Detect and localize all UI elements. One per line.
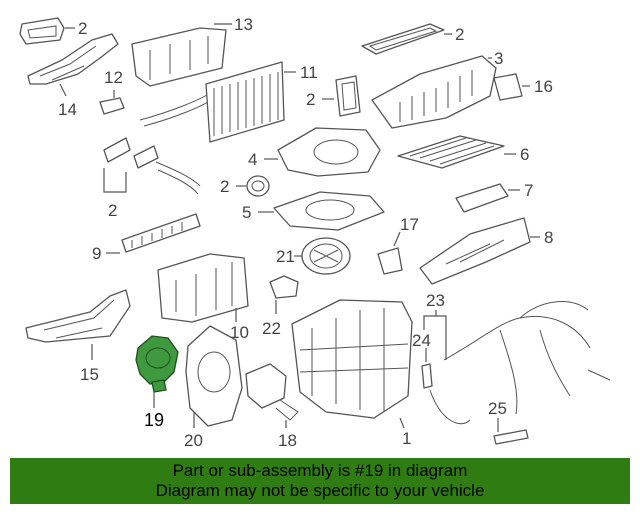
part-15-duct xyxy=(25,289,131,343)
callout-13: 13 xyxy=(234,15,253,34)
part-1-hvac-assembly xyxy=(291,299,413,419)
part-16-actuator xyxy=(493,73,523,101)
callout-14: 14 xyxy=(58,100,77,119)
part-6-cabin-filter xyxy=(397,135,505,169)
callout-3: 3 xyxy=(494,49,503,68)
callout-1: 1 xyxy=(402,429,411,448)
part-3-housing xyxy=(371,55,497,129)
part-2-seal-middle xyxy=(335,75,361,117)
part-20-housing xyxy=(185,325,243,427)
part-23-wiring-harness xyxy=(429,301,611,425)
callout-4: 4 xyxy=(248,150,257,169)
part-info-banner: Part or sub-assembly is #19 in diagram D… xyxy=(10,458,630,504)
part-19-actuator-highlighted xyxy=(135,335,179,393)
parts-diagram: 2 14 12 13 11 2 3 16 xyxy=(19,15,611,450)
callout-23: 23 xyxy=(426,291,445,310)
part-13-bracket xyxy=(131,27,227,87)
callout-8: 8 xyxy=(544,228,553,247)
part-7-bracket xyxy=(455,183,509,213)
callout-21: 21 xyxy=(276,247,295,266)
callout-2a: 2 xyxy=(78,19,87,38)
callout-18: 18 xyxy=(278,431,297,450)
part-17-sensor xyxy=(377,247,403,275)
callout-5: 5 xyxy=(242,203,251,222)
callout-16: 16 xyxy=(534,77,553,96)
part-2-seals-left xyxy=(103,137,159,169)
part-11-evaporator xyxy=(205,61,285,143)
callout-7: 7 xyxy=(524,181,533,200)
part-5-blower-case xyxy=(273,191,385,231)
callout-20: 20 xyxy=(184,431,203,450)
part-18-actuator xyxy=(245,363,299,421)
part-21-blower-motor xyxy=(301,237,351,275)
part-24-sensor xyxy=(421,363,433,389)
part-4-case xyxy=(277,127,381,177)
part-2-clip-top-left xyxy=(19,17,65,45)
part-12-block xyxy=(99,97,125,115)
callout-12: 12 xyxy=(104,68,123,87)
part-10-case xyxy=(157,253,249,323)
part-14-duct xyxy=(27,33,119,85)
part-25-clip xyxy=(493,429,529,445)
callout-6: 6 xyxy=(520,145,529,164)
part-22-connector xyxy=(269,275,299,299)
banner-line-1: Part or sub-assembly is #19 in diagram xyxy=(172,461,468,480)
callout-2b: 2 xyxy=(455,25,464,44)
callout-15: 15 xyxy=(80,365,99,384)
part-8-duct xyxy=(419,217,531,285)
callout-17: 17 xyxy=(400,215,419,234)
part-2-gasket-top xyxy=(361,23,445,55)
callout-24: 24 xyxy=(412,331,431,350)
callout-9: 9 xyxy=(92,244,101,263)
callout-11: 11 xyxy=(300,63,318,82)
part-9-heater-core xyxy=(121,161,201,253)
callout-2d: 2 xyxy=(220,177,229,196)
banner-line-2: Diagram may not be specific to your vehi… xyxy=(155,481,485,500)
callout-25: 25 xyxy=(488,399,507,418)
callout-2c: 2 xyxy=(306,90,315,109)
callout-22: 22 xyxy=(262,319,281,338)
part-2-round-cap xyxy=(246,175,270,197)
callout-19: 19 xyxy=(144,410,164,430)
callout-2e: 2 xyxy=(108,201,117,220)
callout-10: 10 xyxy=(230,323,249,342)
